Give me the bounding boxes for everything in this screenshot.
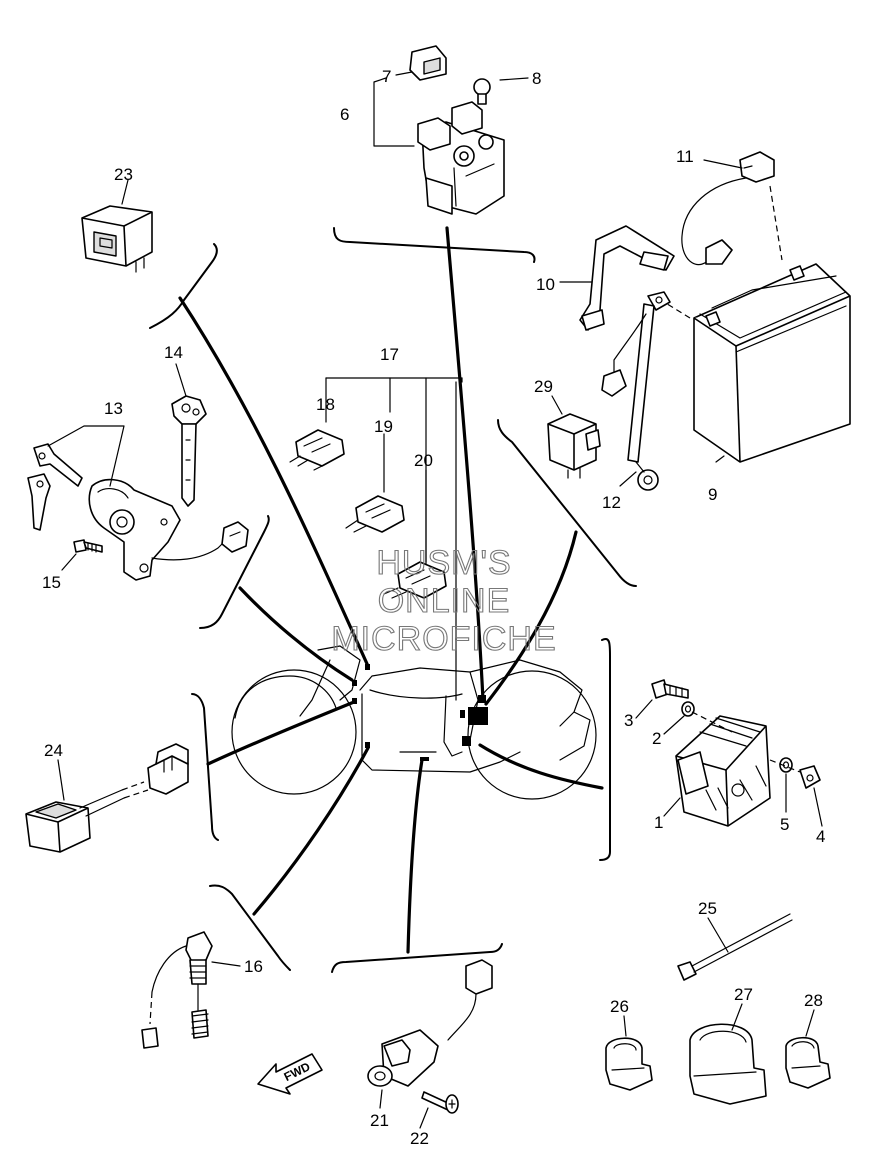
watermark-line-2: ONLINE (378, 582, 511, 620)
callout-leader-26 (623, 1015, 627, 1037)
clamp-27 (689, 1023, 767, 1105)
callout-16: 16 (244, 957, 263, 976)
starter-relay-assembly (409, 45, 505, 215)
callout-leader-2 (663, 715, 685, 735)
clamp-26 (605, 1037, 653, 1091)
callout-24: 24 (44, 741, 63, 760)
fuse-assembly (289, 377, 463, 599)
callout-18: 18 (316, 395, 335, 414)
group-brackets (149, 227, 637, 973)
switch-16 (141, 931, 213, 1049)
callout-leader-4 (813, 787, 823, 827)
callout-25: 25 (698, 899, 717, 918)
flasher-relay (81, 205, 153, 273)
callout-leader-25 (707, 917, 729, 953)
callout-leader-28 (805, 1009, 815, 1037)
callout-numbers: 1 2 3 4 5 6 7 8 9 10 11 12 13 14 15 16 1… (42, 67, 825, 1148)
callout-leader-11 (703, 159, 743, 169)
switch-21-22 (367, 959, 493, 1114)
callout-leader-22 (419, 1107, 429, 1129)
callout-leader-24 (57, 759, 65, 801)
callout-14: 14 (164, 343, 183, 362)
callout-12: 12 (602, 493, 621, 512)
watermark: HUSM'S ONLINE MICROFICHE (331, 543, 556, 658)
callout-22: 22 (410, 1129, 429, 1148)
callout-11: 11 (676, 147, 694, 166)
callout-26: 26 (610, 997, 629, 1016)
callout-20: 20 (414, 451, 433, 470)
switch-24 (25, 743, 189, 853)
callout-15: 15 (42, 573, 61, 592)
callout-leader-1 (663, 797, 681, 817)
rectifier-regulator-assembly (651, 679, 821, 827)
callout-27: 27 (734, 985, 753, 1004)
callout-9: 9 (708, 485, 717, 504)
callout-leader-3 (635, 699, 653, 719)
callout-leader-16 (211, 961, 241, 967)
relay-29 (547, 413, 601, 479)
leader-lines (178, 226, 604, 954)
callout-leader-13 (47, 425, 125, 487)
callout-3: 3 (624, 711, 633, 730)
battery-assembly (579, 151, 851, 491)
callout-23: 23 (114, 165, 133, 184)
callout-5: 5 (780, 815, 789, 834)
callout-leader-7 (395, 71, 413, 76)
callout-leader-15 (61, 553, 77, 571)
callout-29: 29 (534, 377, 553, 396)
callout-leader-21 (379, 1089, 383, 1109)
cable-tie (677, 913, 793, 981)
callout-leader-27 (731, 1003, 743, 1031)
callout-17: 17 (380, 345, 399, 364)
callout-28: 28 (804, 991, 823, 1010)
callout-21: 21 (370, 1111, 389, 1130)
callout-1: 1 (654, 813, 663, 832)
callout-10: 10 (536, 275, 555, 294)
motorcycle-outline (231, 645, 597, 800)
callout-19: 19 (374, 417, 393, 436)
callout-7: 7 (382, 67, 391, 86)
callout-2: 2 (652, 729, 661, 748)
callout-leader-29 (551, 395, 563, 415)
watermark-line-1: HUSM'S (376, 544, 511, 582)
callout-leader-6 (373, 77, 415, 147)
forward-direction-arrow: FWD (257, 1053, 323, 1095)
callout-13: 13 (104, 399, 123, 418)
clamp-28 (785, 1036, 831, 1089)
callout-leader-23 (121, 179, 129, 205)
callout-6: 6 (340, 105, 349, 124)
callout-leader-14 (175, 363, 187, 397)
callout-leader-9 (715, 455, 725, 463)
callout-4: 4 (816, 827, 825, 846)
watermark-line-3: MICROFICHE (331, 620, 556, 658)
callout-8: 8 (532, 69, 541, 88)
callout-leader-8 (499, 77, 529, 81)
main-switch-assembly (27, 395, 249, 581)
callout-leader-12 (619, 471, 637, 487)
